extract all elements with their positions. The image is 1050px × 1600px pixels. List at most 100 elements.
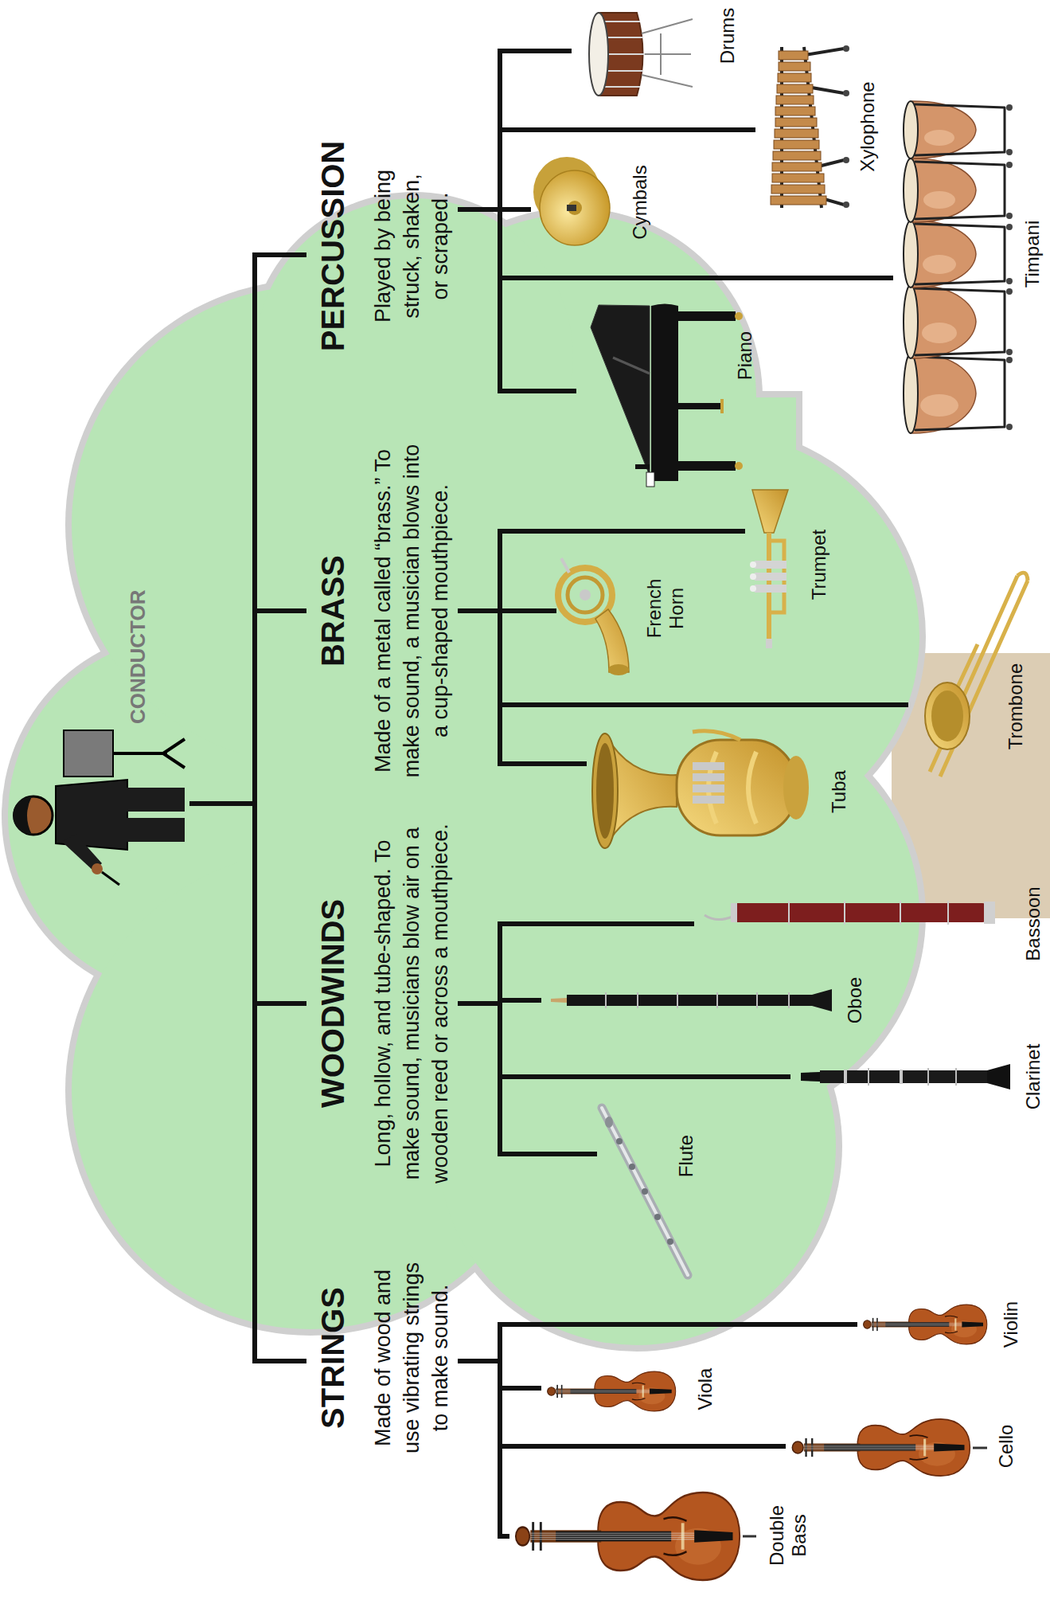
category-description: Long, hollow, and tube-shaped. To make s… [368, 812, 455, 1194]
instrument-label: Flute [675, 1134, 698, 1177]
bassoon-picture [730, 902, 738, 922]
viola-picture [547, 1370, 676, 1411]
xylophone-picture [772, 173, 824, 183]
instrument-label: Viola [694, 1367, 717, 1410]
oboe-picture [550, 988, 832, 1011]
instrument-label: Tuba [827, 769, 851, 813]
timpani-picture [921, 322, 957, 344]
instrument-node: Trumpet [745, 516, 832, 613]
flute-picture [601, 1107, 688, 1275]
xylophone-picture [843, 89, 850, 97]
instrument-label: Timpani [1021, 220, 1044, 288]
double-bass-picture [742, 1534, 757, 1538]
timpani-picture [915, 356, 1005, 430]
tree-connector [457, 610, 587, 764]
xylophone-picture [776, 84, 813, 94]
conductor-figure [125, 817, 185, 842]
timpani-picture [903, 101, 1013, 434]
xylophone-picture [778, 50, 808, 60]
category-heading: STRINGS [314, 1286, 352, 1429]
french-horn-picture [608, 663, 629, 676]
category-description: Made of wood and use vibrating strings t… [368, 1256, 455, 1460]
oboe-picture [605, 991, 607, 1008]
conductor-figure [101, 871, 120, 885]
tree-connector [189, 803, 307, 1004]
french-horn-picture [579, 589, 591, 601]
instrument-label: Clarinet [1022, 1043, 1045, 1110]
trombone-picture [955, 644, 978, 692]
instrument-node: Trombone [908, 656, 1029, 756]
xylophone-picture [772, 151, 821, 161]
timpani-picture [912, 284, 976, 359]
tuba-picture [676, 739, 797, 836]
instrument-node: Oboe [541, 965, 868, 1035]
category-heading: PERCUSSION [314, 140, 352, 352]
category-description: Made of a metal called “brass.” To make … [368, 439, 455, 782]
instrument-label: Trombone [1004, 663, 1027, 750]
category-group: BRASS Made of a metal called “brass.” To … [306, 433, 458, 789]
timpani-picture [915, 161, 1005, 219]
bassoon-picture [843, 900, 846, 925]
xylophone-picture [843, 201, 850, 208]
instrument-node: Drums [571, 4, 741, 68]
xylophone-picture [771, 184, 825, 194]
tree-connector [457, 1323, 858, 1361]
cello-picture [972, 1446, 988, 1449]
xylophone-picture [774, 128, 819, 138]
bassoon-picture [788, 900, 790, 925]
clarinet-picture [800, 1071, 820, 1082]
cymbals-picture [539, 170, 610, 246]
instrument-node: Violin [857, 1291, 1024, 1357]
timpani-picture [1006, 348, 1013, 356]
drum-picture [641, 19, 693, 87]
double-bass-picture [515, 1491, 740, 1580]
oboe-picture [811, 988, 832, 1011]
instrument-node: French Horn [556, 564, 690, 652]
timpani-picture [903, 101, 918, 159]
conductor-figure [12, 729, 185, 885]
timpani-picture [912, 101, 976, 159]
instrument-label: Double Bass [765, 1494, 811, 1575]
category-heading: BRASS [314, 554, 352, 667]
piano-picture [720, 398, 724, 414]
timpani-picture [903, 158, 918, 223]
xylophone-picture [772, 162, 822, 172]
flute-picture [628, 1163, 636, 1170]
timpani-picture [924, 129, 955, 146]
tuba-picture [692, 772, 725, 781]
cello-picture [792, 1418, 988, 1476]
flute-picture [654, 1213, 661, 1220]
bassoon-picture [899, 900, 902, 925]
instrument-node: Cymbals [530, 158, 653, 246]
instrument-node: Cello [785, 1407, 1019, 1484]
oboe-picture [676, 991, 679, 1008]
french-horn-picture [567, 577, 603, 613]
timpani-picture [1006, 423, 1013, 430]
category-description: Played by being struck, shaken, or scrap… [368, 165, 455, 327]
category-heading: WOODWINDS [314, 898, 352, 1108]
clarinet-picture [819, 1069, 989, 1083]
tree-connector [457, 209, 894, 278]
tuba-picture [692, 795, 725, 804]
tree-connector [457, 1360, 786, 1446]
viola-picture [547, 1370, 676, 1411]
xylophone-picture [777, 73, 812, 82]
instrument-node: Clarinet [790, 1040, 1047, 1113]
timpani-picture [922, 254, 957, 274]
tree-connector [457, 1003, 791, 1077]
bassoon-picture [983, 901, 996, 924]
instrument-node: Xylophone [755, 70, 881, 183]
timpani-picture [912, 220, 976, 288]
drum-picture [589, 12, 609, 96]
trombone-picture [925, 572, 1028, 777]
oboe-picture [756, 991, 758, 1008]
piano-picture [678, 311, 736, 321]
cymbals-picture [566, 204, 577, 211]
trombone-picture [1017, 572, 1028, 581]
clarinet-picture [955, 1067, 957, 1086]
piano-picture [678, 460, 736, 471]
xylophone-picture [770, 195, 827, 205]
xylophone-picture [776, 95, 814, 105]
timpani-picture [915, 223, 1005, 285]
